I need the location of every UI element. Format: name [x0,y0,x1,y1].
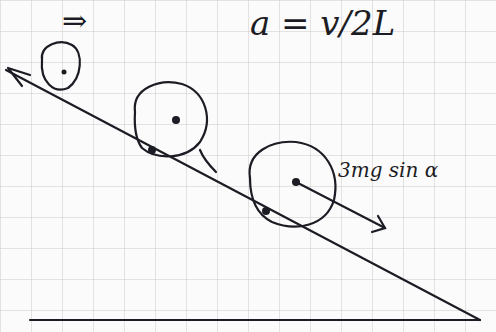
ball-center [292,178,300,186]
force-label: 3mg sin α [338,160,438,180]
force-arrowhead [372,216,385,232]
force-arrow [296,182,385,228]
ground-line [30,319,480,321]
ball-small [42,42,80,89]
ball-center [62,70,67,75]
implies-arrow: ⇒ [62,6,87,36]
ball-large [250,142,336,227]
contact-mark [200,150,216,172]
incline [6,70,480,320]
contact-point [148,146,156,154]
ball-center [172,116,180,124]
formula: a = v/2L [250,6,395,40]
ball-middle [135,82,207,156]
incline-tip [8,68,30,86]
contact-point [262,207,270,215]
